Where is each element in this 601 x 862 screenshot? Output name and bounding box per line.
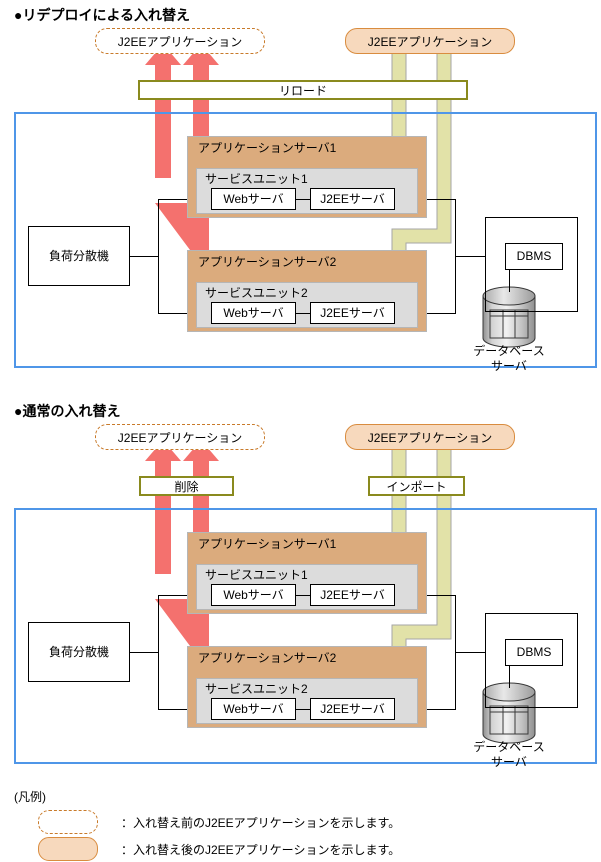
dbms-box-section1: DBMS xyxy=(505,243,563,270)
j2ee-server-1-section2: J2EEサーバ xyxy=(310,584,395,606)
app-server-1-label-section1: アプリケーションサーバ1 xyxy=(198,141,337,155)
operation-box-delete: 削除 xyxy=(139,476,234,496)
lb-bus-v-section1 xyxy=(158,199,159,314)
db-bus-h-section2 xyxy=(455,652,485,653)
section-title-normal: ●通常の入れ替え xyxy=(14,403,121,419)
section-title-redeploy: ●リデプロイによる入れ替え xyxy=(14,7,191,23)
service-unit-2-label-section2: サービスユニット2 xyxy=(205,682,308,696)
web1-j2ee1-link-section2 xyxy=(296,595,310,596)
load-balancer-section1: 負荷分散機 xyxy=(28,226,130,286)
load-balancer-section2: 負荷分散機 xyxy=(28,622,130,682)
legend-title: (凡例) xyxy=(14,790,46,804)
db-server-caption2-section1: サーバ xyxy=(491,359,527,373)
j2ee-server-2-section2: J2EEサーバ xyxy=(310,698,395,720)
lb-bus-v-section2 xyxy=(158,595,159,710)
operation-box-import: インポート xyxy=(368,476,465,496)
app-server-2-label-section1: アプリケーションサーバ2 xyxy=(198,255,337,269)
system-boundary-section2 xyxy=(14,508,597,764)
web-server-1-section1: Webサーバ xyxy=(211,188,296,210)
service-unit-1-label-section2: サービスユニット1 xyxy=(205,568,308,582)
operation-box-reload: リロード xyxy=(138,80,468,100)
web2-j2ee2-link-section2 xyxy=(296,709,310,710)
j2ee-server-2-section1: J2EEサーバ xyxy=(310,302,395,324)
legend-swatch-after-icon xyxy=(38,837,98,861)
system-boundary-section1 xyxy=(14,112,597,368)
j2ee-app-after-capsule-section1: J2EEアプリケーション xyxy=(345,28,515,54)
j2ee-server-1-section1: J2EEサーバ xyxy=(310,188,395,210)
service-unit-1-label-section1: サービスユニット1 xyxy=(205,172,308,186)
lb-connector-h-section1 xyxy=(130,256,158,257)
legend-text-after: ：入れ替え後のJ2EEアプリケーションを示します。 xyxy=(121,842,401,857)
legend-row-before: ：入れ替え前のJ2EEアプリケーションを示します。 xyxy=(38,810,400,834)
legend-text-before: ：入れ替え前のJ2EEアプリケーションを示します。 xyxy=(121,815,401,830)
lb-connector-h-section2 xyxy=(130,652,158,653)
web-server-2-section2: Webサーバ xyxy=(211,698,296,720)
web1-j2ee1-link-section1 xyxy=(296,199,310,200)
dbms-to-cylinder-section1 xyxy=(509,270,510,292)
dbms-box-section2: DBMS xyxy=(505,639,563,666)
db-server-frame-section2 xyxy=(485,613,578,708)
legend-swatch-before-icon xyxy=(38,810,98,834)
legend-row-after: ：入れ替え後のJ2EEアプリケーションを示します。 xyxy=(38,837,400,861)
web2-j2ee2-link-section1 xyxy=(296,313,310,314)
j2ee-app-after-capsule-section2: J2EEアプリケーション xyxy=(345,424,515,450)
db-bus-h-section1 xyxy=(455,256,485,257)
service-unit-2-label-section1: サービスユニット2 xyxy=(205,286,308,300)
db-server-caption1-section2: データベース xyxy=(473,740,545,754)
db-server-caption2-section2: サーバ xyxy=(491,755,527,769)
dbms-to-cylinder-section2 xyxy=(509,666,510,688)
app-server-1-label-section2: アプリケーションサーバ1 xyxy=(198,537,337,551)
j2ee-app-before-capsule-section1: J2EEアプリケーション xyxy=(95,28,265,54)
app-server-2-label-section2: アプリケーションサーバ2 xyxy=(198,651,337,665)
web-server-1-section2: Webサーバ xyxy=(211,584,296,606)
db-server-caption1-section1: データベース xyxy=(473,344,545,358)
web-server-2-section1: Webサーバ xyxy=(211,302,296,324)
j2ee-app-before-capsule-section2: J2EEアプリケーション xyxy=(95,424,265,450)
db-server-frame-section1 xyxy=(485,217,578,312)
